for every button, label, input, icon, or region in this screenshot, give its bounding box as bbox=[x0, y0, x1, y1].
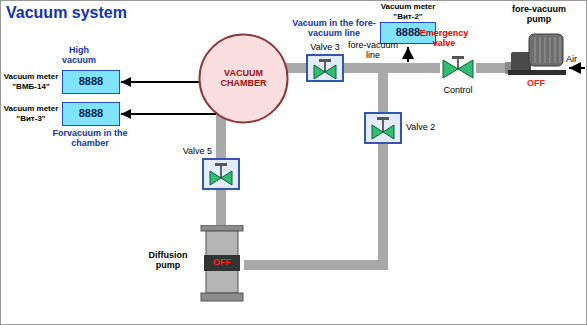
pump-flange bbox=[201, 293, 243, 301]
vacuum-pipe bbox=[216, 113, 226, 158]
valve: Valve 3 bbox=[300, 42, 350, 82]
valve: Valve 5 bbox=[168, 142, 241, 190]
meter-reading: 8888 bbox=[62, 107, 120, 120]
valve-stem bbox=[457, 58, 459, 69]
valve: Valve 2 bbox=[364, 112, 448, 144]
line-label: fore-vacuum line bbox=[347, 40, 399, 60]
vacuum-pipe bbox=[383, 68, 440, 112]
control-label: Control bbox=[426, 85, 490, 95]
motor-fin bbox=[535, 37, 536, 63]
pump-flange bbox=[201, 225, 243, 231]
valve-label: Emergency valve bbox=[416, 28, 472, 48]
motor-fin bbox=[560, 37, 561, 63]
meter-name: Vacuum meter "ВМБ-14" bbox=[2, 72, 60, 92]
meter-name: Vacuum meter "Вит-2" bbox=[376, 2, 440, 22]
vacuum-chamber: VACUUM CHAMBER bbox=[198, 33, 289, 124]
shape-graphic bbox=[366, 114, 400, 142]
shape-graphic bbox=[505, 28, 567, 76]
vacuum-pipe bbox=[244, 144, 383, 265]
signal-arrow bbox=[121, 81, 200, 83]
pump-head bbox=[511, 52, 531, 72]
emergency-valve: Emergency valveControl bbox=[416, 28, 490, 96]
shape-graphic bbox=[204, 160, 238, 188]
valve-handle bbox=[377, 117, 389, 120]
pump-label: fore-vacuum pump bbox=[505, 4, 573, 24]
valve-stem bbox=[324, 61, 326, 72]
evalve-shape bbox=[440, 54, 476, 82]
sensor-arrow bbox=[407, 47, 409, 62]
vacuum-pipe bbox=[476, 63, 507, 73]
vacuum-pipe bbox=[216, 190, 226, 225]
pump-motor bbox=[529, 34, 563, 66]
valve-handle bbox=[452, 56, 464, 59]
pump-base bbox=[508, 70, 566, 75]
motor-fin bbox=[540, 37, 541, 63]
region-label: Forvacuum in the chamber bbox=[52, 128, 128, 148]
shape-graphic bbox=[440, 54, 476, 82]
motor-fin bbox=[550, 37, 551, 63]
motor-fin bbox=[555, 37, 556, 63]
valve-label: Valve 3 bbox=[300, 42, 350, 52]
diffusion-pump: Diffusion pump OFF bbox=[140, 225, 244, 303]
valve-handle bbox=[215, 163, 227, 166]
valve-label: Valve 5 bbox=[168, 146, 212, 156]
chamber-label: VACUUM CHAMBER bbox=[208, 68, 279, 88]
shape-graphic bbox=[308, 56, 342, 80]
valve-stem bbox=[382, 119, 384, 132]
vacuum-meter: Vacuum meter "Вит-3"8888 bbox=[2, 100, 122, 128]
flow-label: Air bbox=[566, 54, 584, 64]
pump-shape bbox=[505, 28, 567, 76]
valve-shape bbox=[202, 158, 240, 190]
valve-shape bbox=[364, 112, 402, 144]
air-arrow bbox=[569, 67, 585, 69]
motor-fin bbox=[545, 37, 546, 63]
status-text: OFF bbox=[518, 78, 554, 89]
fore-vacuum-pump: fore-vacuum pumpOFF bbox=[505, 4, 573, 90]
pump-label: Diffusion pump bbox=[140, 250, 196, 270]
status-band bbox=[204, 255, 240, 271]
vacuum-meter: Vacuum meter "ВМБ-14"8888 bbox=[2, 68, 122, 96]
chamber-outline bbox=[200, 35, 288, 123]
status-text: OFF bbox=[205, 257, 239, 268]
region-label: Vacuum in the fore-vacuum line bbox=[292, 18, 376, 38]
valve-handle bbox=[319, 59, 331, 62]
meter-reading: 8888 bbox=[62, 75, 120, 88]
region-label: High vacuum bbox=[56, 45, 102, 65]
vacuum-meter: Vacuum meter "Вит-2"8888 bbox=[376, 2, 440, 46]
diagram-title: Vacuum system bbox=[6, 3, 127, 22]
meter-name: Vacuum meter "Вит-3" bbox=[2, 104, 60, 124]
valve-shape bbox=[306, 54, 344, 82]
valve-label: Valve 2 bbox=[406, 122, 448, 132]
valve-stem bbox=[220, 165, 222, 178]
signal-arrow bbox=[121, 113, 218, 115]
